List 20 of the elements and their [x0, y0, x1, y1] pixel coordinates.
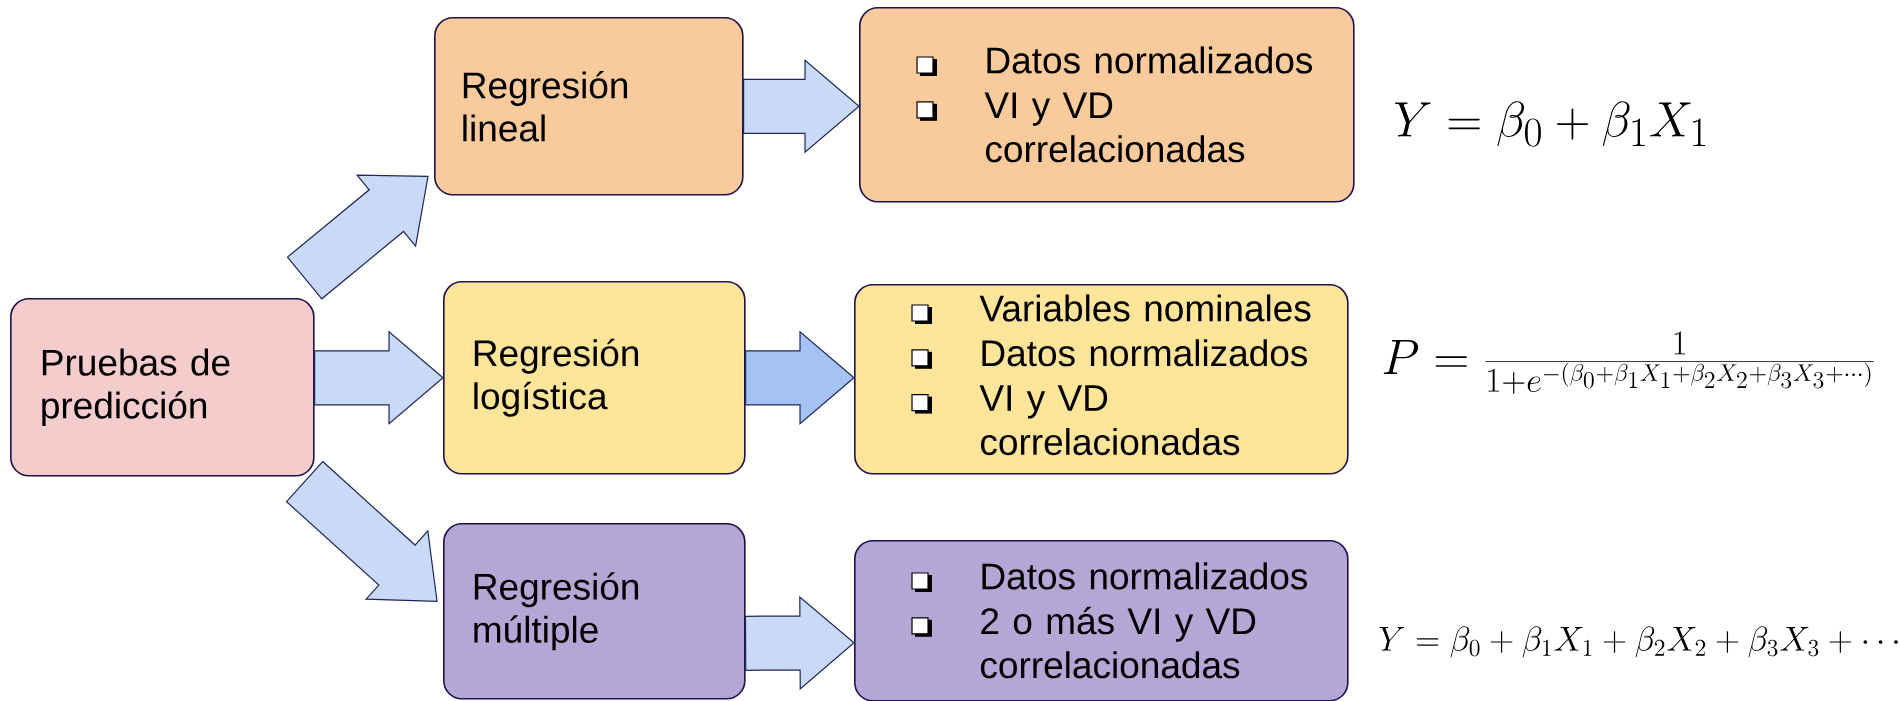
criteria-text: 2 o más VI y VD correlacionadas [981, 606, 1256, 679]
criteria-text: VI y VD correlacionadas [984, 92, 1245, 163]
criteria-text: VI y VD correlacionadas [979, 385, 1240, 456]
block-arrow [745, 330, 855, 426]
formula: $Y = \beta_0 + \beta_1 X_1 + \beta_2 X_2 + \beta_3 X_3 + \cdots$ [1379, 626, 1898, 658]
block-arrow [744, 595, 855, 691]
block-arrow [743, 59, 860, 154]
method-box: Regresión múltiple [443, 523, 746, 700]
criteria-text: Variables nominales [979, 294, 1311, 322]
start-box: Pruebas de predicción [10, 298, 315, 477]
criteria-text: Datos normalizados [982, 339, 1308, 367]
formula: $Y = \beta_0 + \beta_1 X_1$ [1395, 101, 1706, 147]
criteria-text: Datos normalizados [987, 46, 1313, 74]
formula: $P = \frac{1}{1+e^{-(\beta_0+\beta_1 X_1+\beta_2 X_2+\beta_3 X_3+\cdots)}}$ [1383, 331, 1874, 394]
block-arrow [285, 460, 438, 602]
criteria-text: Datos normalizados [982, 562, 1308, 590]
block-arrow [314, 330, 444, 426]
block-arrow [286, 174, 429, 300]
method-box: Regresión logística [443, 281, 746, 475]
method-box: Regresión lineal [434, 17, 744, 196]
